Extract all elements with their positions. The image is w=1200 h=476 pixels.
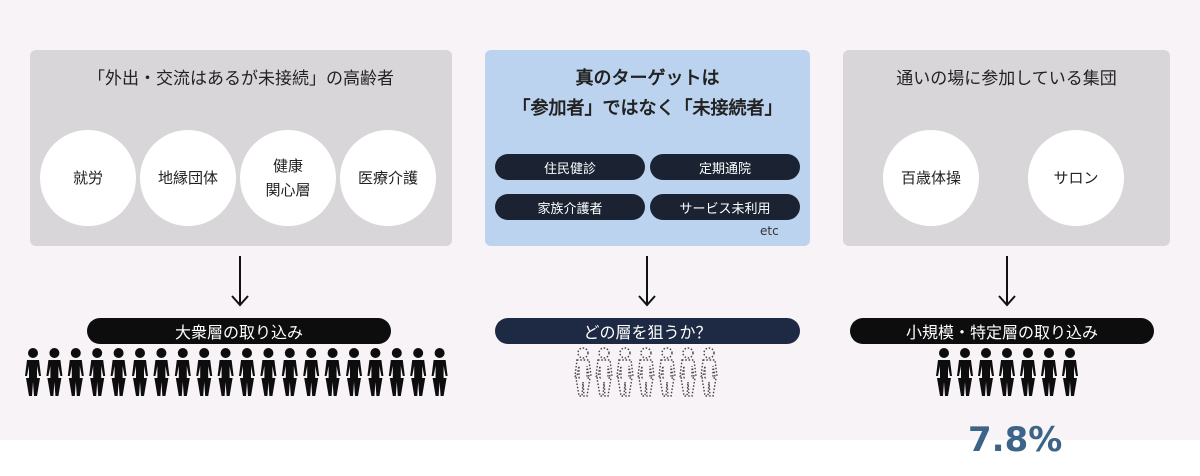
person-icon xyxy=(637,347,655,397)
person-icon xyxy=(67,348,84,396)
person-icon xyxy=(700,347,718,397)
person-icon xyxy=(303,348,320,396)
pill-family-caregiver: 家族介護者 xyxy=(495,194,645,220)
etc-label: etc xyxy=(760,224,779,238)
person-icon xyxy=(1041,348,1057,396)
person-icon xyxy=(153,348,170,396)
person-icon xyxy=(239,348,255,396)
person-icon xyxy=(595,347,613,397)
people-group-center xyxy=(574,347,718,397)
person-icon xyxy=(978,348,994,396)
circle-employment: 就労 xyxy=(40,130,136,226)
down-arrow-left xyxy=(231,256,249,307)
person-icon xyxy=(281,348,298,396)
percentage-value: 7.8% xyxy=(968,420,1063,460)
person-icon xyxy=(260,348,277,396)
person-icon xyxy=(217,348,234,396)
pill-regular-visit: 定期通院 xyxy=(650,154,800,180)
down-arrow-center xyxy=(638,256,656,307)
person-icon xyxy=(89,348,106,396)
person-icon xyxy=(431,348,448,396)
circle-health-interest: 健康 関心層 xyxy=(240,130,336,226)
person-icon xyxy=(25,348,41,396)
person-icon xyxy=(616,347,634,397)
person-icon xyxy=(1020,348,1036,396)
person-icon xyxy=(574,347,592,397)
person-icon xyxy=(324,348,341,396)
person-icon xyxy=(174,348,191,396)
person-icon xyxy=(410,348,427,396)
person-icon xyxy=(936,348,952,396)
circle-medical-care: 医療介護 xyxy=(340,130,436,226)
person-icon xyxy=(367,348,384,396)
person-icon xyxy=(679,347,697,397)
center-title-line1: 真のターゲットは xyxy=(575,68,720,89)
right-panel: 通いの場に参加している集団 百歳体操 サロン xyxy=(843,50,1170,246)
pill-health-checkup: 住民健診 xyxy=(495,154,645,180)
banner-which-layer: どの層を狙うか？ xyxy=(495,318,800,344)
person-icon xyxy=(346,348,362,396)
person-icon xyxy=(388,348,405,396)
banner-small-layer: 小規模・特定層の取り込み xyxy=(850,318,1154,344)
person-icon xyxy=(999,348,1015,396)
left-panel: 「外出・交流はあるが未接続」の高齢者 就労 地縁団体 健康 関心層 医療介護 xyxy=(30,50,452,246)
circle-salon: サロン xyxy=(1028,130,1124,226)
banner-mass-layer: 大衆層の取り込み xyxy=(87,318,391,344)
person-icon xyxy=(658,347,676,397)
person-icon xyxy=(110,348,127,396)
people-group-left xyxy=(25,348,448,396)
person-icon xyxy=(196,348,213,396)
person-icon xyxy=(957,348,973,396)
circle-community-group: 地縁団体 xyxy=(140,130,236,226)
pill-service-nonuser: サービス未利用 xyxy=(650,194,800,220)
right-panel-title: 通いの場に参加している集団 xyxy=(896,69,1117,89)
person-icon xyxy=(132,348,148,396)
people-group-right xyxy=(936,348,1078,396)
person-icon xyxy=(1062,348,1078,396)
down-arrow-right xyxy=(998,256,1016,307)
center-panel: 真のターゲットは 「参加者」ではなく「未接続者」 住民健診 定期通院 家族介護者… xyxy=(485,50,810,246)
person-icon xyxy=(46,348,63,396)
circle-hundred-exercise: 百歳体操 xyxy=(883,130,979,226)
center-title-line2: 「参加者」ではなく「未接続者」 xyxy=(512,98,783,119)
left-panel-title: 「外出・交流はあるが未接続」の高齢者 xyxy=(88,69,394,89)
